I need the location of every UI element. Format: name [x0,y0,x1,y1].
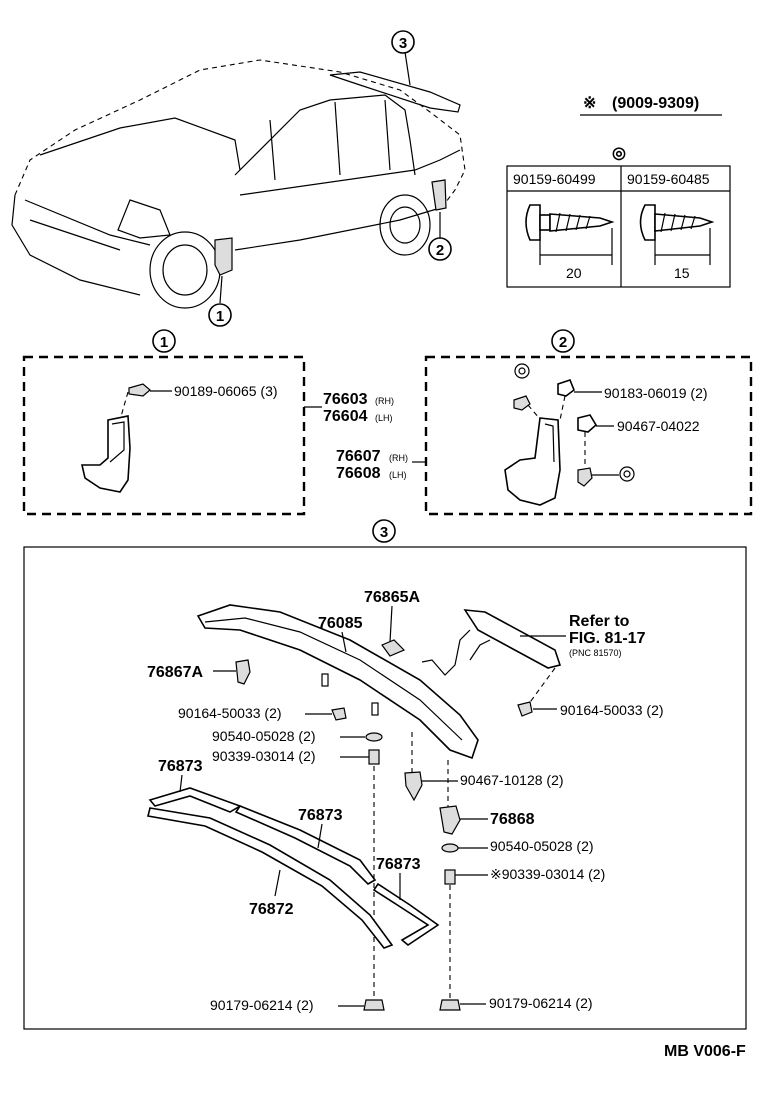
label-clip-center: 90467-10128 (2) [460,772,564,788]
label-76868: 76868 [490,811,535,828]
header-note-symbol: ※ [583,95,596,112]
box-1-lh-suffix: (LH) [375,413,393,423]
label-76085: 76085 [318,615,363,632]
label-nut-right: 90179-06214 (2) [489,995,593,1011]
tapping-screw-2 [639,204,715,265]
callout-1-box: 1 [152,329,176,353]
screw-table-dim-1: 20 [566,265,582,281]
label-nut-left: 90179-06214 (2) [210,997,314,1013]
spoiler-parts [147,604,562,1011]
box-3-frame [23,546,747,1030]
callout-2-box: 2 [551,329,575,353]
callout-3-car: 3 [391,30,415,86]
callout-3-box: 3 [372,519,396,543]
screw-table-part-2: 90159-60485 [627,171,710,187]
callout-label: 3 [399,35,407,52]
box-1-screw-label: 90189-06065 (3) [174,383,278,399]
label-76873-a: 76873 [158,758,203,775]
screw-table-symbol: ◎ [612,145,626,162]
car-illustration [11,59,466,309]
callout-1-car: 1 [208,275,232,327]
box-2-clip-label: 90467-04022 [617,418,700,434]
box-2-lh-suffix: (LH) [389,470,407,480]
callout-label: 2 [436,242,444,259]
refer-to-line3: (PNC 81570) [569,648,622,658]
box-2-parts [504,363,635,506]
diagram-code: MB V006-F [664,1043,746,1060]
callout-label: 1 [160,334,168,351]
box-2-rh-suffix: (RH) [389,453,408,463]
label-76867a: 76867A [147,664,203,681]
box-1-rh-number: 76603 [323,391,368,408]
box-2-screw-label: 90183-06019 (2) [604,385,708,401]
label-screw-right: 90164-50033 (2) [560,702,664,718]
refer-to-line1: Refer to [569,613,630,630]
screw-table-part-1: 90159-60499 [513,171,596,187]
label-washer-left: 90540-05028 (2) [212,728,316,744]
box-1-parts [80,383,151,493]
label-screw-left: 90164-50033 (2) [178,705,282,721]
screw-table-dim-2: 15 [674,265,690,281]
refer-to-line2: FIG. 81-17 [569,630,646,647]
label-76865a: 76865A [364,589,420,606]
label-76873-b: 76873 [298,807,343,824]
callout-2-car: 2 [428,212,452,261]
callout-label: 1 [216,308,224,325]
box-1-rh-suffix: (RH) [375,396,394,406]
label-spacer-left: 90339-03014 (2) [212,748,316,764]
label-washer-right: 90540-05028 (2) [490,838,594,854]
label-spacer-right: ※90339-03014 (2) [490,866,605,882]
box-1-frame [22,355,306,516]
box-1-lh-number: 76604 [323,408,368,425]
tapping-screw-1 [525,204,615,265]
label-76872: 76872 [249,901,294,918]
callout-label: 2 [559,334,567,351]
label-76873-c: 76873 [376,856,421,873]
box-2-rh-number: 76607 [336,448,381,465]
screw-table: 90159-60499 90159-60485 20 15 [506,165,731,288]
callout-label: 3 [380,524,388,541]
box-2-frame [424,355,753,516]
box-2-lh-number: 76608 [336,465,381,482]
header-note-range: (9009-9309) [612,95,699,112]
